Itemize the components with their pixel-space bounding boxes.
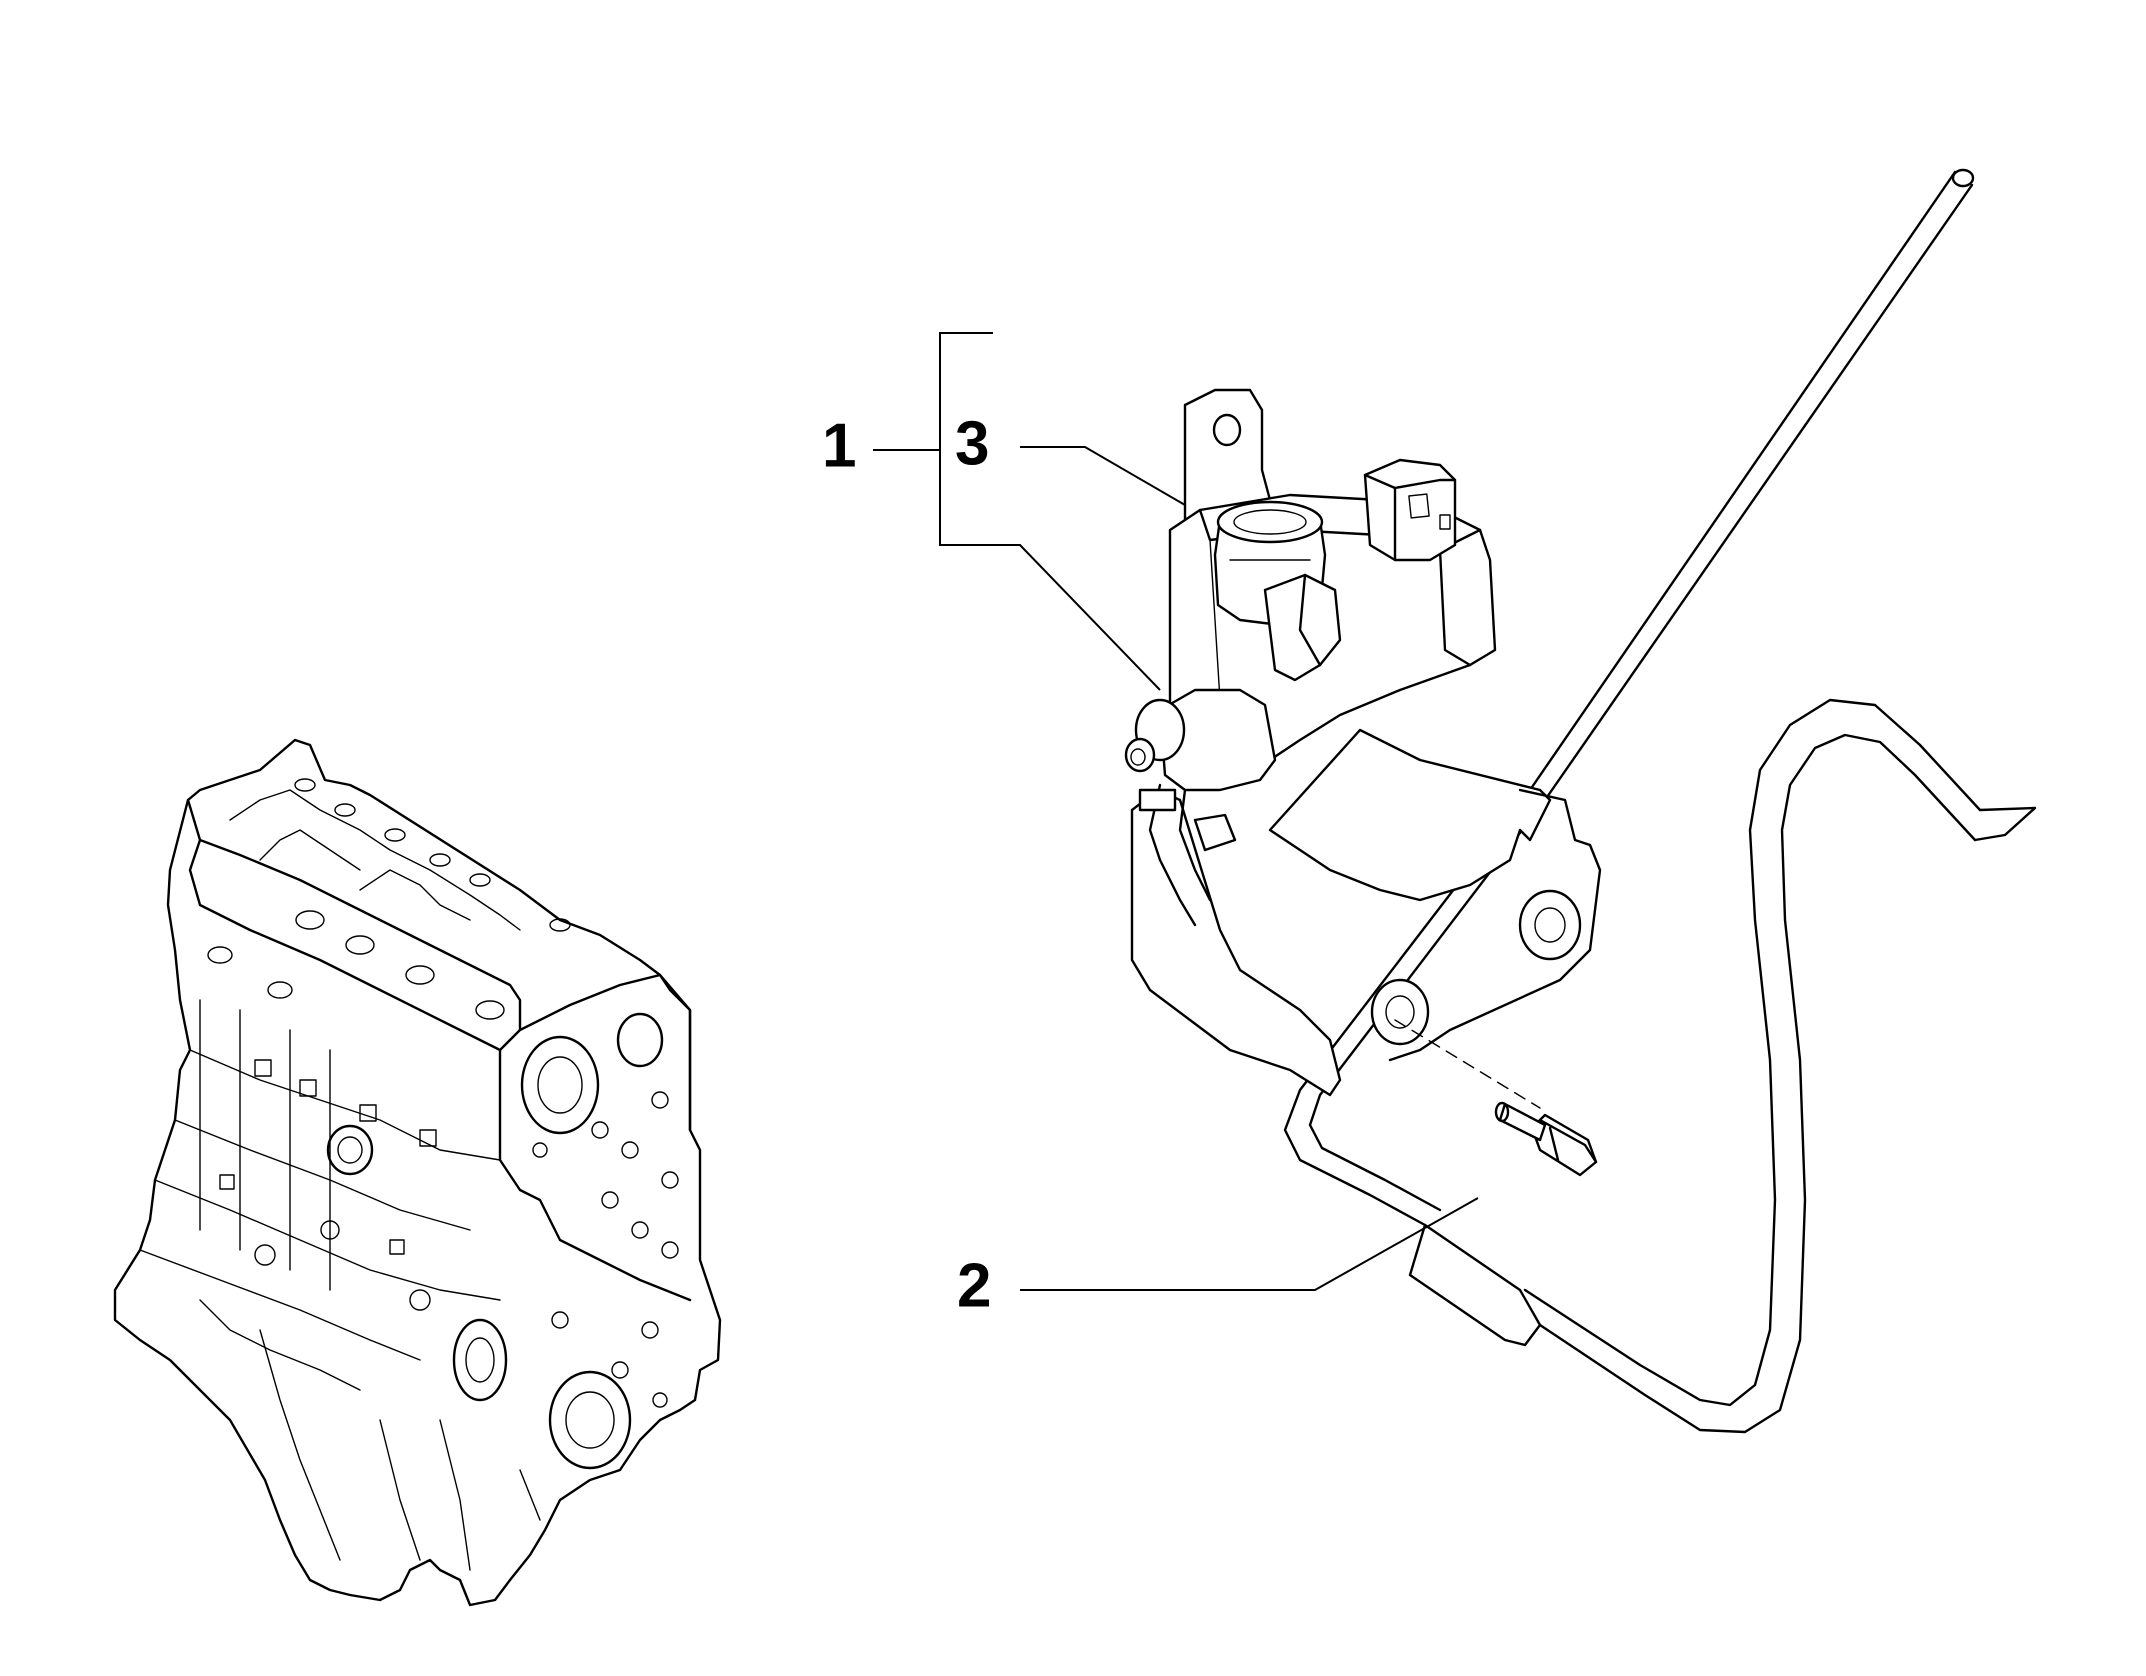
solenoid-valve-assembly xyxy=(1124,388,1602,1097)
callout-item-1: 1 xyxy=(822,411,856,480)
callout-leader-lines xyxy=(873,332,1479,1291)
engine-block-illustration xyxy=(113,738,722,1607)
vacuum-hose-part-2 xyxy=(1283,168,2037,1434)
callout-item-2: 2 xyxy=(957,1251,991,1320)
mounting-bolt xyxy=(1394,1019,1598,1177)
callout-item-3: 3 xyxy=(955,409,989,478)
